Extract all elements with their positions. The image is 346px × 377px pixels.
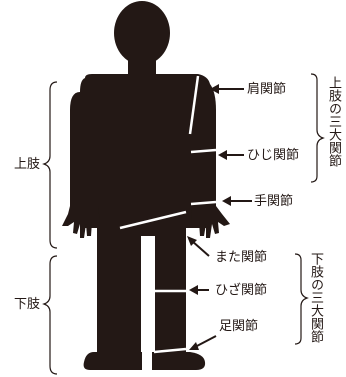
lower-joints-bracket — [294, 253, 309, 345]
right-brackets — [294, 73, 325, 345]
right-arm — [192, 78, 216, 208]
knee-joint-label: ひざ関節 — [215, 283, 268, 298]
upper-limb-label: 上肢 — [14, 157, 41, 172]
knee-arrow — [189, 285, 209, 295]
shoulder-arrow — [210, 84, 244, 94]
wrist-joint-label: 手関節 — [254, 194, 294, 209]
hip-joint-line — [119, 210, 187, 230]
upper-limb-three-joints-label: 上肢の三大関節 — [326, 76, 341, 167]
ankle-arrow — [189, 335, 217, 350]
left-brackets — [42, 81, 58, 375]
lower-limb-three-joints-label: 下肢の三大関節 — [308, 252, 323, 343]
upper-joints-bracket — [310, 73, 325, 183]
left-arm — [70, 92, 98, 208]
crotch — [130, 222, 166, 236]
pointer-arrows — [187, 84, 252, 350]
elbow-joint-label: ひじ関節 — [247, 148, 300, 163]
torso — [80, 74, 210, 228]
shoulder-joint-label: 肩関節 — [247, 82, 287, 97]
elbow-joint-line — [190, 148, 217, 154]
ankle-joint-line — [153, 347, 187, 354]
wrist-joint-line — [190, 200, 217, 206]
hip-arrow — [187, 236, 210, 257]
elbow-arrow — [218, 150, 244, 160]
left-hand — [62, 206, 100, 238]
wrist-arrow — [222, 196, 252, 206]
hip-joint-label: また関節 — [215, 250, 268, 265]
left-foot — [83, 352, 142, 370]
lower-limb-left-bracket — [42, 255, 58, 375]
ankle-joint-label: 足関節 — [219, 319, 259, 334]
right-hand — [191, 206, 230, 238]
right-foot — [152, 352, 206, 370]
human-silhouette — [62, 1, 230, 370]
upper-limb-left-bracket — [42, 81, 58, 249]
lower-limb-label: 下肢 — [14, 297, 41, 312]
shoulder-joint-line — [188, 75, 200, 135]
left-leg — [97, 225, 141, 357]
joint-lines — [119, 75, 217, 354]
head — [114, 1, 170, 65]
